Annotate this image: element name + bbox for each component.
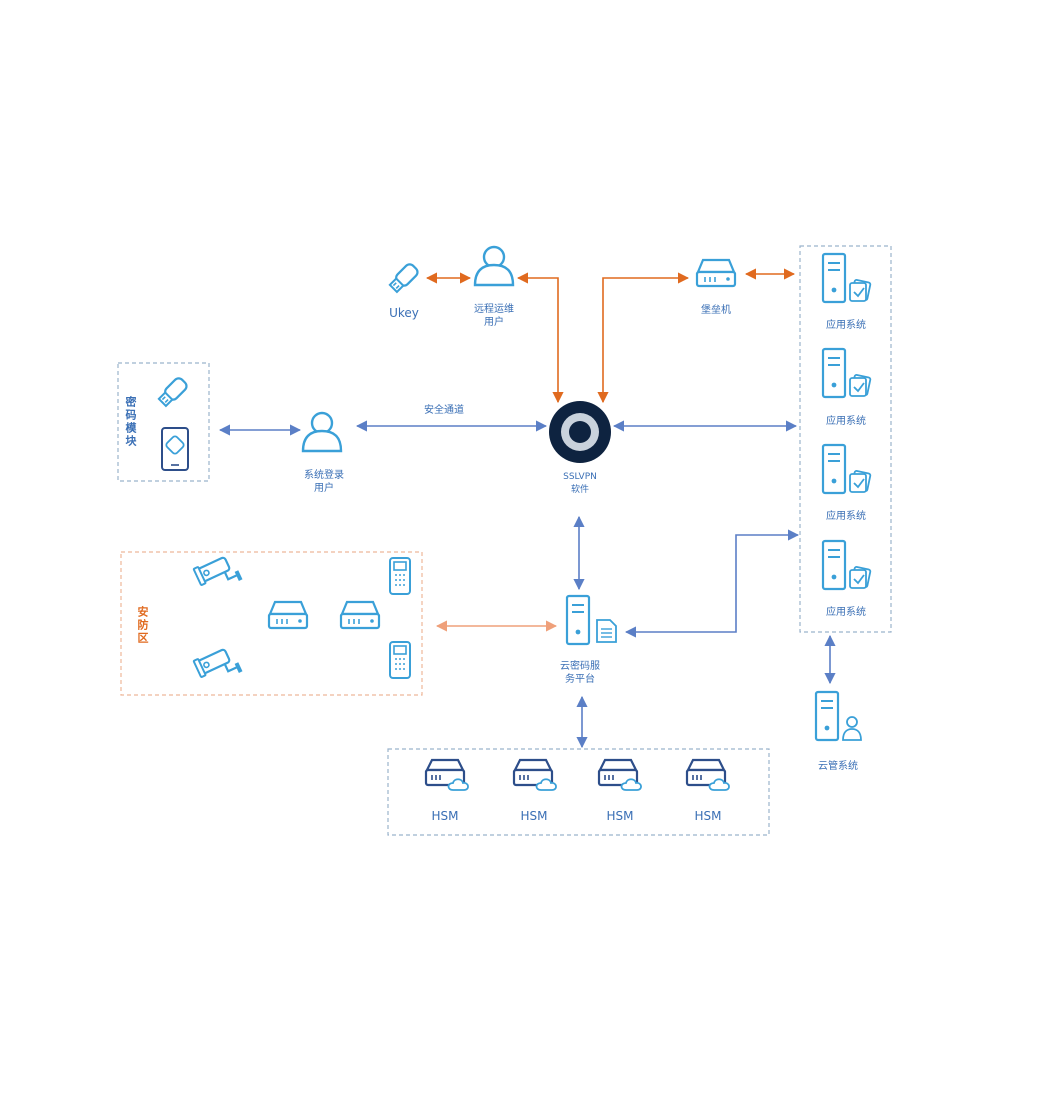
ukey-label: Ukey (389, 306, 419, 320)
hsm-label-1: HSM (431, 809, 459, 823)
bastion-icon (695, 258, 737, 288)
link-bastion-to-vpn (597, 272, 690, 404)
crypto-module-group (117, 362, 210, 482)
hsm-icon-2 (512, 758, 558, 792)
remote-user-label: 远程运维 用户 (474, 304, 514, 328)
hsm-icon-4 (685, 758, 731, 792)
login-user-label: 系统登录 用户 (304, 470, 344, 494)
app-server-icon-4 (821, 539, 847, 591)
hsm-icon-3 (597, 758, 643, 792)
cloud-mgmt-label: 云管系统 (818, 761, 858, 772)
camera-icon-1 (192, 550, 244, 598)
crypto-usb-icon (156, 375, 190, 409)
pos-terminal-icon-1 (389, 557, 411, 595)
app-server-icon-1 (821, 252, 847, 304)
storage-icon-2 (339, 600, 381, 630)
link-cloud-crypto-to-apps (624, 529, 800, 638)
remote-user-icon (473, 245, 515, 287)
app-system-label-2: 应用系统 (826, 416, 866, 427)
link-remote-to-vpn (516, 272, 564, 404)
phone-icon (161, 427, 189, 471)
app-cert-icon-4 (849, 565, 872, 589)
cloud-crypto-server-icon (565, 594, 591, 646)
hsm-label-3: HSM (606, 809, 634, 823)
app-cert-icon-3 (849, 469, 872, 493)
app-system-label-1: 应用系统 (826, 320, 866, 331)
security-zone-group (120, 551, 423, 696)
sslvpn-hub-icon (549, 401, 611, 463)
app-server-icon-2 (821, 347, 847, 399)
secure-channel-label: 安全通道 (424, 405, 464, 416)
app-server-icon-3 (821, 443, 847, 495)
hsm-label-4: HSM (694, 809, 722, 823)
hsm-group (387, 748, 770, 836)
app-system-group (799, 245, 892, 633)
storage-icon-1 (267, 600, 309, 630)
cloud-crypto-label: 云密码服 务平台 (560, 661, 600, 685)
security-zone-label: 安防区 (136, 606, 149, 645)
cloud-mgmt-server-icon (814, 690, 840, 742)
pos-terminal-icon-2 (389, 641, 411, 679)
app-system-label-3: 应用系统 (826, 511, 866, 522)
ukey-icon (387, 261, 421, 295)
admin-user-icon (842, 716, 862, 741)
app-cert-icon-2 (849, 373, 872, 397)
crypto-module-label: 密码模块 (124, 396, 137, 448)
bastion-label: 堡垒机 (701, 305, 731, 316)
camera-icon-2 (192, 642, 244, 690)
login-user-icon (301, 411, 343, 453)
document-icon (596, 619, 617, 643)
hsm-label-2: HSM (520, 809, 548, 823)
app-system-label-4: 应用系统 (826, 607, 866, 618)
sslvpn-label: SSLVPN 软件 (563, 472, 597, 495)
hsm-icon-1 (424, 758, 470, 792)
app-cert-icon-1 (849, 278, 872, 302)
